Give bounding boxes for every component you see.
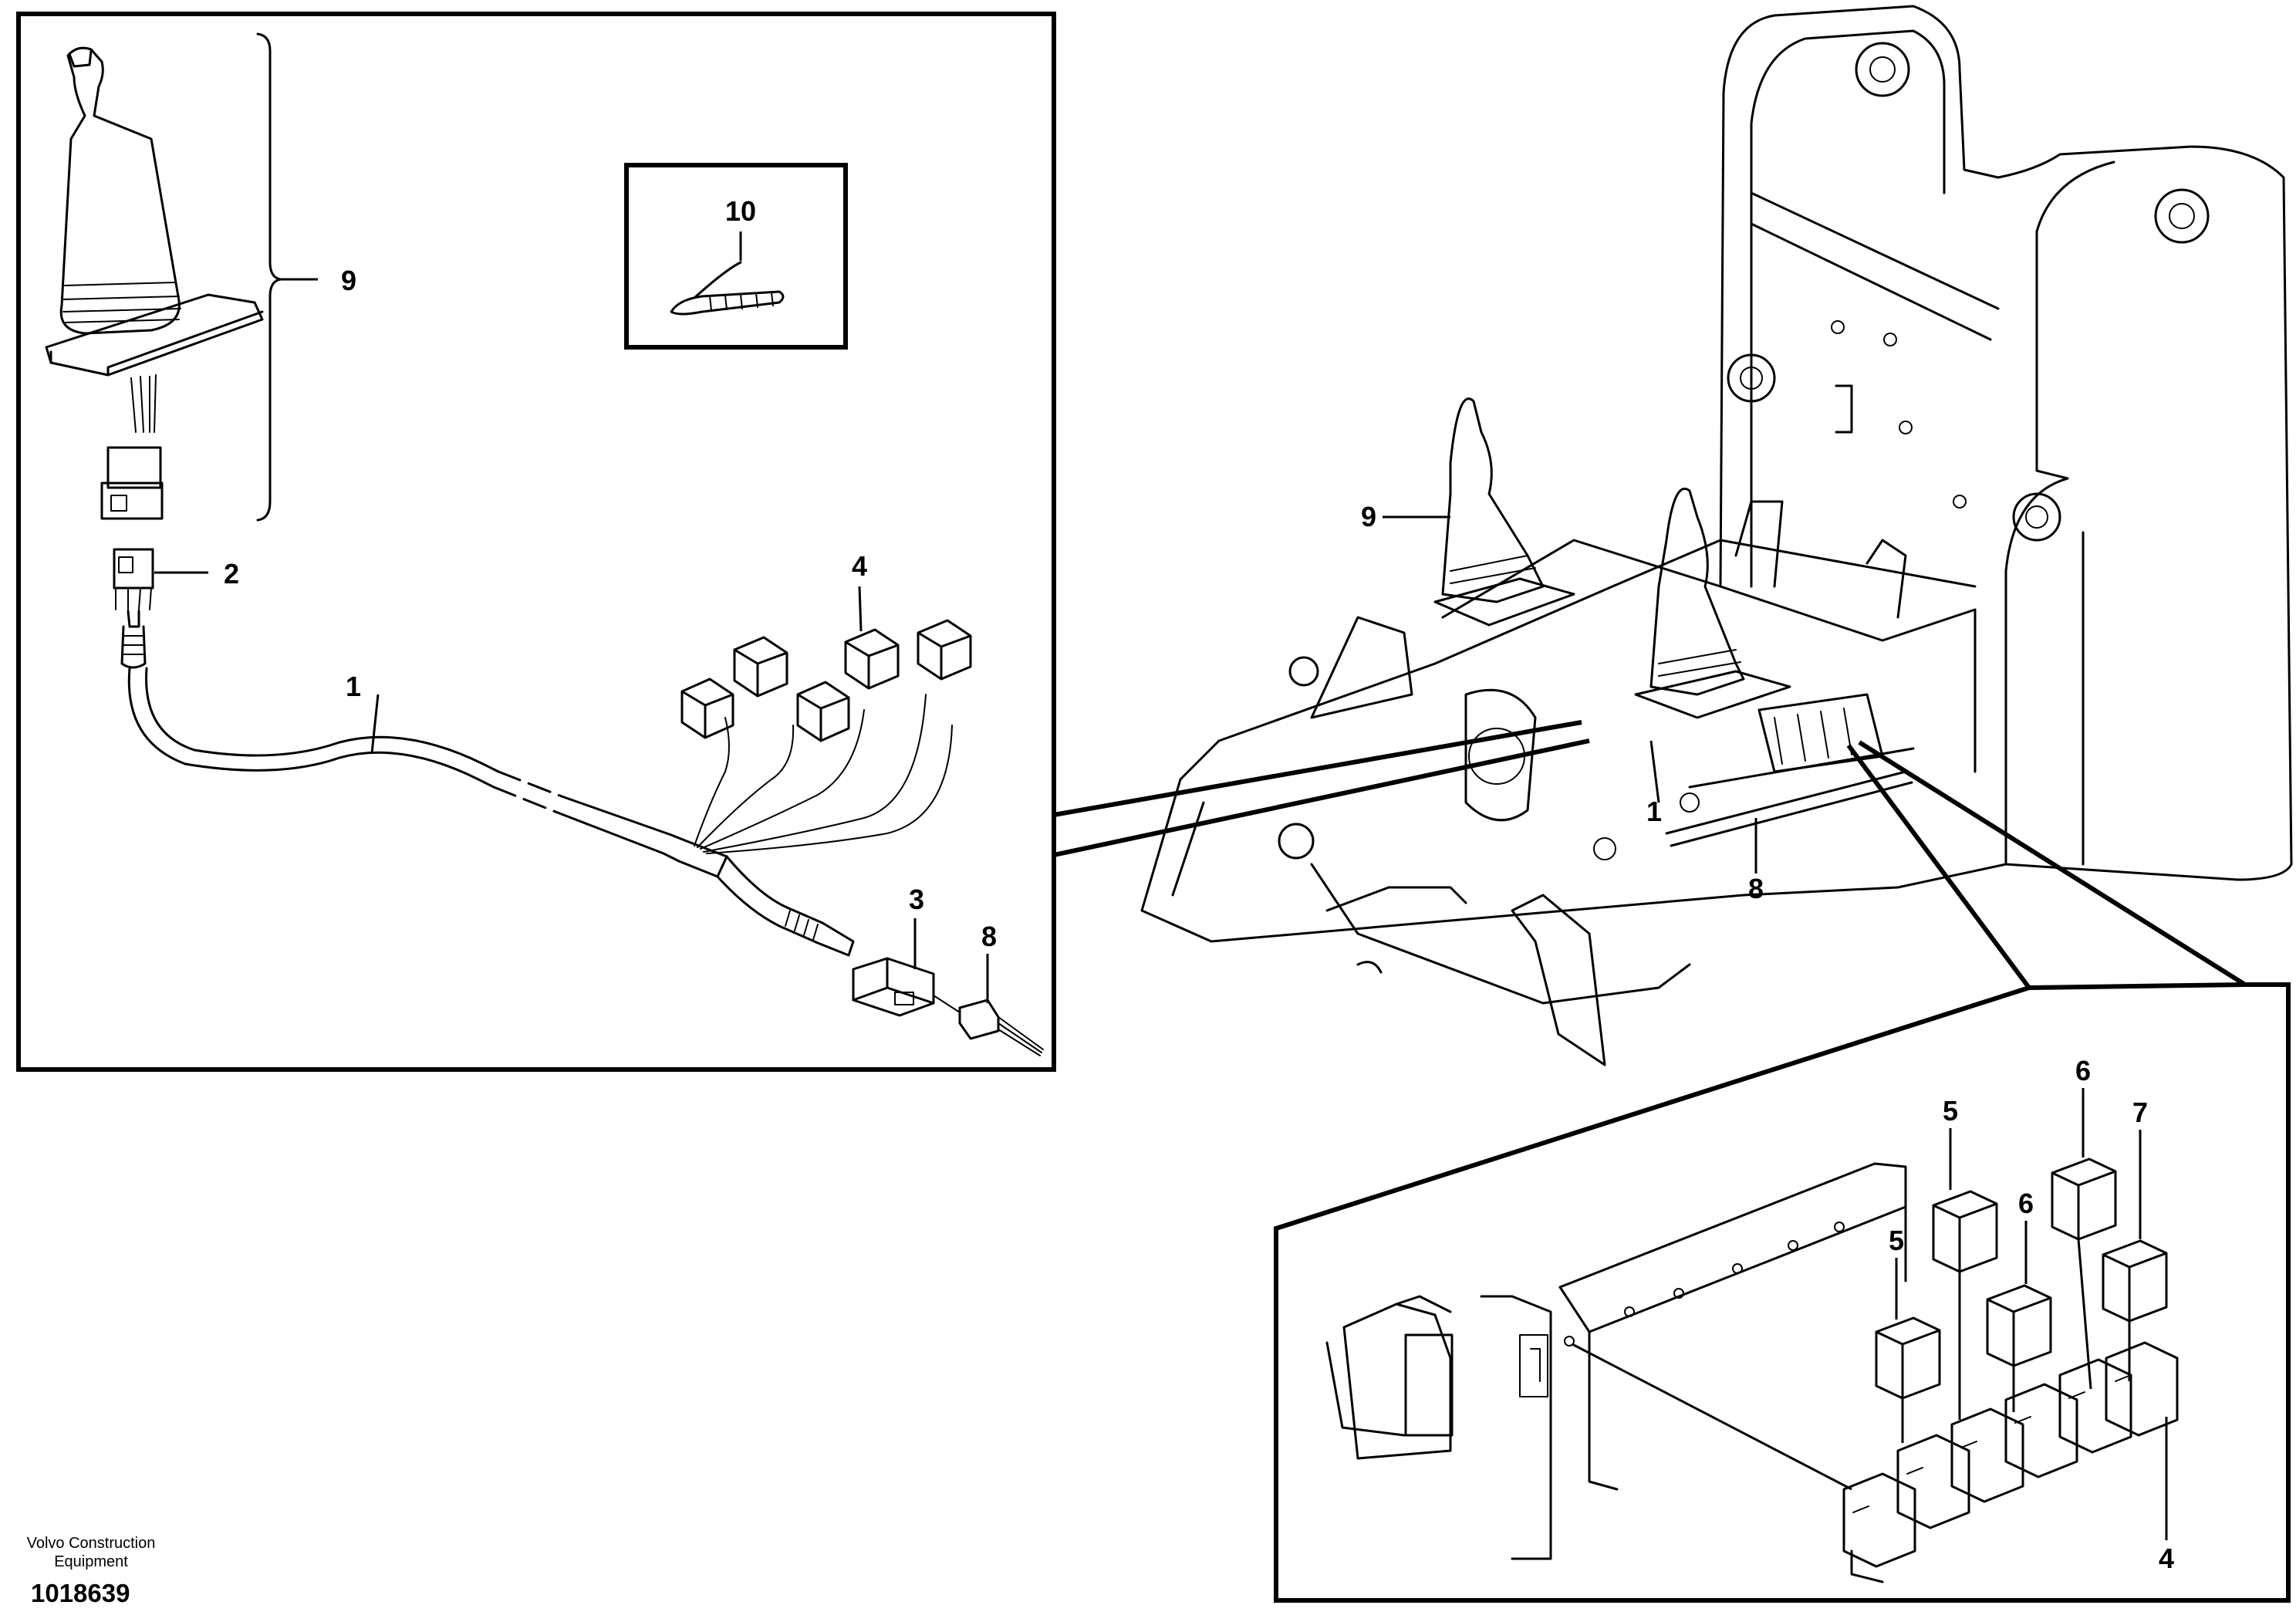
relay-sockets: [1842, 1341, 2179, 1583]
cable-tie-illustration: [670, 231, 785, 316]
connector-8-illustration: [933, 995, 1044, 1056]
document-number: 1018639: [31, 1579, 130, 1607]
joystick-illustration: [45, 46, 264, 520]
publisher-label-line2: Equipment: [54, 1553, 128, 1570]
callout-5-top: 5: [1943, 1095, 1958, 1127]
relay-illustrations: [1875, 1157, 2168, 1400]
callout-9-left: 9: [341, 265, 356, 296]
cable-tie-box: [624, 163, 848, 350]
callout-6-lower: 6: [2018, 1188, 2034, 1219]
group-bracket: [256, 32, 282, 522]
harness-illustration: [127, 667, 953, 957]
leader-1: [370, 694, 380, 754]
relay-panel-frame: [1274, 982, 2291, 1603]
machine-view: [1140, 5, 2293, 1066]
callout-6-top: 6: [2075, 1055, 2091, 1086]
leader-4: [858, 586, 863, 632]
callout-9-machine: 9: [1361, 501, 1376, 532]
leader-1-machine: [1649, 740, 1660, 803]
callout-7: 7: [2132, 1097, 2148, 1128]
callout-10: 10: [725, 195, 756, 227]
zoom-lines-left: [1053, 720, 1590, 857]
callout-8-machine: 8: [1748, 873, 1764, 904]
callout-2: 2: [224, 558, 239, 590]
publisher-label: Volvo Construction: [26, 1535, 156, 1552]
relay-detail-panel: 5 6 7 5 6 4: [1274, 982, 2291, 1603]
callout-4-left: 4: [852, 550, 867, 582]
zoom-lines-right: [1846, 740, 2247, 989]
callout-5-lower: 5: [1889, 1225, 1904, 1256]
callout-4-relay: 4: [2159, 1543, 2174, 1574]
callout-3: 3: [909, 884, 924, 915]
left-panel-frame: [16, 12, 1056, 1072]
left-detail-panel: 1 2 3 4 8 9 10: [16, 12, 1056, 1072]
connectors-4-illustration: [680, 619, 972, 742]
callout-1-left: 1: [346, 671, 361, 702]
callout-8-left: 8: [981, 921, 997, 952]
connector-3-illustration: [852, 957, 935, 1017]
callout-1-machine: 1: [1646, 796, 1662, 827]
connector-2-illustration: [113, 548, 154, 669]
